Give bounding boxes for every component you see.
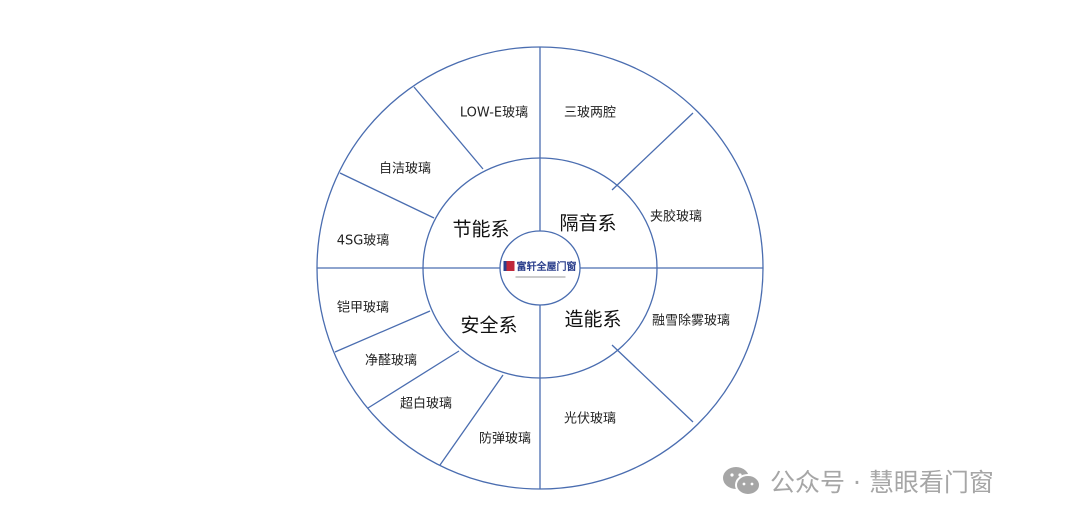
item-triple-glass: 三玻两腔 <box>563 105 617 121</box>
item-low-e-glass: LOW-E玻璃 <box>459 105 529 121</box>
logo-mark-icon <box>503 260 515 271</box>
logo-subline <box>515 276 565 278</box>
item-photovoltaic-glass: 光伏玻璃 <box>563 411 617 427</box>
category-sound-insulation: 隔音系 <box>559 212 617 235</box>
brand-logo: 富轩全屋门窗 <box>503 258 577 278</box>
divider <box>339 172 435 219</box>
wechat-icon <box>723 467 761 496</box>
divider <box>439 374 504 466</box>
watermark: 公众号 · 慧眼看门窗 <box>722 463 994 499</box>
category-energy-saving: 节能系 <box>452 218 510 241</box>
item-formaldehyde-glass: 净醛玻璃 <box>364 353 418 369</box>
item-laminated-glass: 夹胶玻璃 <box>649 209 703 225</box>
divider <box>611 112 694 191</box>
divider <box>367 350 460 409</box>
divider <box>334 310 431 353</box>
item-self-clean-glass: 自洁玻璃 <box>378 161 432 177</box>
divider <box>413 86 484 170</box>
item-armor-glass: 铠甲玻璃 <box>336 300 390 316</box>
watermark-text: 公众号 · 慧眼看门窗 <box>770 468 994 497</box>
item-ultra-white-glass: 超白玻璃 <box>399 396 453 412</box>
item-bulletproof-glass: 防弹玻璃 <box>478 431 532 447</box>
divider <box>611 344 694 423</box>
item-snow-melt-glass: 融雪除雾玻璃 <box>651 313 731 329</box>
category-energy-generating: 造能系 <box>564 308 622 331</box>
category-safety: 安全系 <box>460 314 518 337</box>
logo-text: 富轩全屋门窗 <box>516 262 577 273</box>
item-4sg-glass: 4SG玻璃 <box>336 233 390 249</box>
